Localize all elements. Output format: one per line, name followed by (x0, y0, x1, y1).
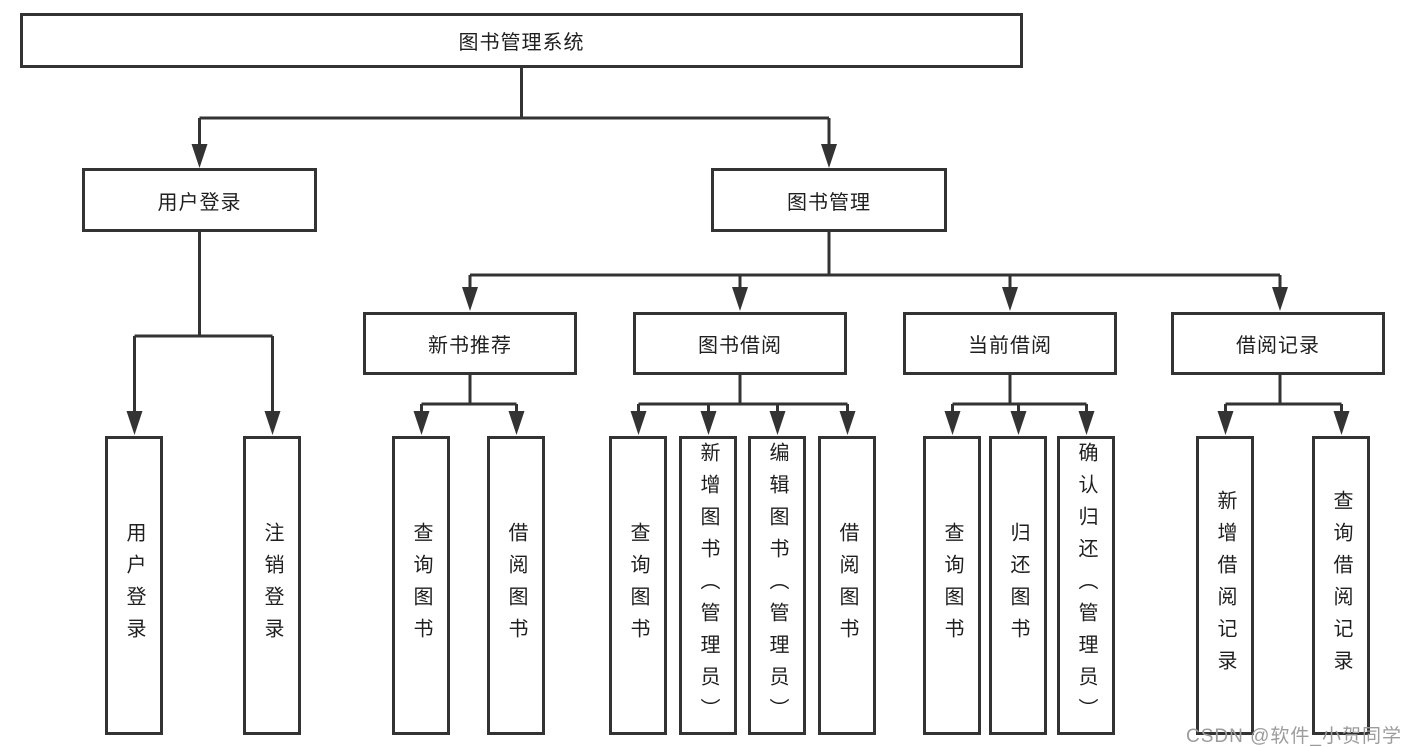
leaf-query-books-newrec: 查询图书 (392, 436, 450, 735)
leaf-query-borrow-record: 查询借阅记录 (1312, 436, 1370, 735)
node-current-borrow: 当前借阅 (903, 312, 1117, 375)
leaf-add-borrow-record-label: 新增借阅记录 (1214, 489, 1236, 682)
leaf-confirm-return-admin-label: 确认归还（管理员） (1075, 441, 1097, 730)
leaf-add-borrow-record: 新增借阅记录 (1196, 436, 1254, 735)
node-book-borrow: 图书借阅 (633, 312, 847, 375)
leaf-borrow-books: 借阅图书 (818, 436, 876, 735)
leaf-query-books-borrow: 查询图书 (609, 436, 667, 735)
leaf-add-books-admin: 新增图书（管理员） (679, 436, 737, 735)
node-user-login: 用户登录 (82, 168, 317, 232)
leaf-add-books-admin-label: 新增图书（管理员） (697, 441, 719, 730)
connector-paths (133, 68, 1343, 416)
node-root-system: 图书管理系统 (20, 13, 1023, 68)
leaf-logout: 注销登录 (243, 436, 301, 735)
leaf-query-borrow-record-label: 查询借阅记录 (1330, 489, 1352, 682)
leaf-return-books-label: 归还图书 (1007, 521, 1029, 650)
leaf-borrow-books-newrec-label: 借阅图书 (505, 521, 527, 650)
node-borrow-records: 借阅记录 (1171, 312, 1385, 375)
leaf-edit-books-admin-label: 编辑图书（管理员） (766, 441, 788, 730)
leaf-edit-books-admin: 编辑图书（管理员） (748, 436, 806, 735)
leaf-query-books-newrec-label: 查询图书 (410, 521, 432, 650)
leaf-query-books-current-label: 查询图书 (941, 521, 963, 650)
node-root-label: 图书管理系统 (458, 32, 585, 54)
node-borrow-records-label: 借阅记录 (1236, 335, 1320, 357)
leaf-borrow-books-label: 借阅图书 (836, 521, 858, 650)
node-new-book-recommend: 新书推荐 (363, 312, 577, 375)
node-user-login-label: 用户登录 (157, 191, 242, 214)
leaf-confirm-return-admin: 确认归还（管理员） (1057, 436, 1115, 735)
arrowheads (126, 144, 1350, 435)
csdn-watermark: CSDN @软件_小贺同学 (1186, 726, 1402, 747)
leaf-query-books-current: 查询图书 (923, 436, 981, 735)
leaf-user-login: 用户登录 (105, 436, 163, 735)
node-book-management: 图书管理 (711, 168, 947, 232)
leaf-borrow-books-newrec: 借阅图书 (487, 436, 545, 735)
leaf-user-login-label: 用户登录 (123, 521, 145, 650)
node-current-borrow-label: 当前借阅 (968, 335, 1052, 357)
leaf-logout-label: 注销登录 (261, 521, 283, 650)
leaf-query-books-borrow-label: 查询图书 (627, 521, 649, 650)
node-new-book-recommend-label: 新书推荐 (428, 335, 512, 357)
node-book-borrow-label: 图书借阅 (698, 335, 782, 357)
leaf-return-books: 归还图书 (989, 436, 1047, 735)
node-book-management-label: 图书管理 (787, 191, 871, 214)
